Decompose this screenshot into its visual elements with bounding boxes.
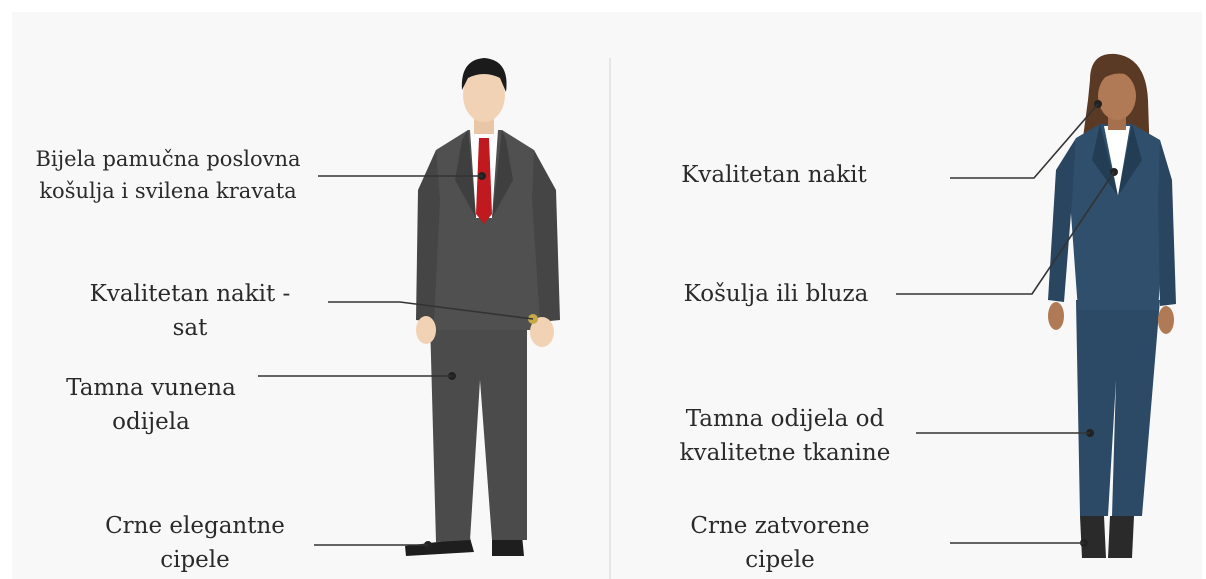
woman-right-shoe <box>1108 516 1134 558</box>
man-right-lapel <box>492 130 513 218</box>
label-woman-blouse: Košulja ili bluza <box>683 281 869 307</box>
man-hair <box>461 58 507 92</box>
woman-left-hand <box>1048 302 1064 330</box>
woman-left-lapel <box>1092 124 1118 196</box>
woman-right-arm <box>1158 140 1176 306</box>
man-tie <box>476 138 492 224</box>
center-divider <box>609 58 611 579</box>
man-left-shoe <box>405 538 474 556</box>
woman-leader-lines <box>896 103 1115 544</box>
label-man-shirt-tie: Bijela pamučna poslovna košulja i svilen… <box>35 147 301 203</box>
label-woman-jewelry: Kvalitetan nakit <box>681 162 867 188</box>
man-left-arm <box>416 150 440 322</box>
label-woman-suit: Tamna odijela od kvalitetne tkanine <box>679 406 891 466</box>
man-trousers <box>430 320 527 542</box>
man-leader-lines <box>258 175 534 546</box>
man-right-arm <box>532 150 560 322</box>
woman-left-shoe <box>1080 516 1106 558</box>
woman-hair-front <box>1095 60 1141 96</box>
label-man-suit: Tamna vunena odijela <box>66 375 236 435</box>
man-figure <box>405 58 560 556</box>
woman-figure <box>1048 53 1176 558</box>
label-man-shoes: Crne elegantne cipele <box>105 513 285 573</box>
label-man-watch: Kvalitetan nakit - sat <box>89 281 291 341</box>
woman-head <box>1098 72 1136 120</box>
man-right-shoe <box>492 535 524 556</box>
woman-right-lapel <box>1118 124 1142 196</box>
man-head <box>463 68 505 122</box>
background-panel <box>12 12 1202 579</box>
label-woman-shoes: Crne zatvorene cipele <box>690 513 870 573</box>
woman-jacket <box>1070 124 1166 310</box>
woman-blouse <box>1104 126 1130 196</box>
man-right-hand <box>530 317 554 347</box>
woman-right-hand <box>1158 306 1174 334</box>
woman-trousers <box>1076 300 1160 516</box>
man-left-hand <box>416 316 436 344</box>
man-left-lapel <box>455 130 476 218</box>
